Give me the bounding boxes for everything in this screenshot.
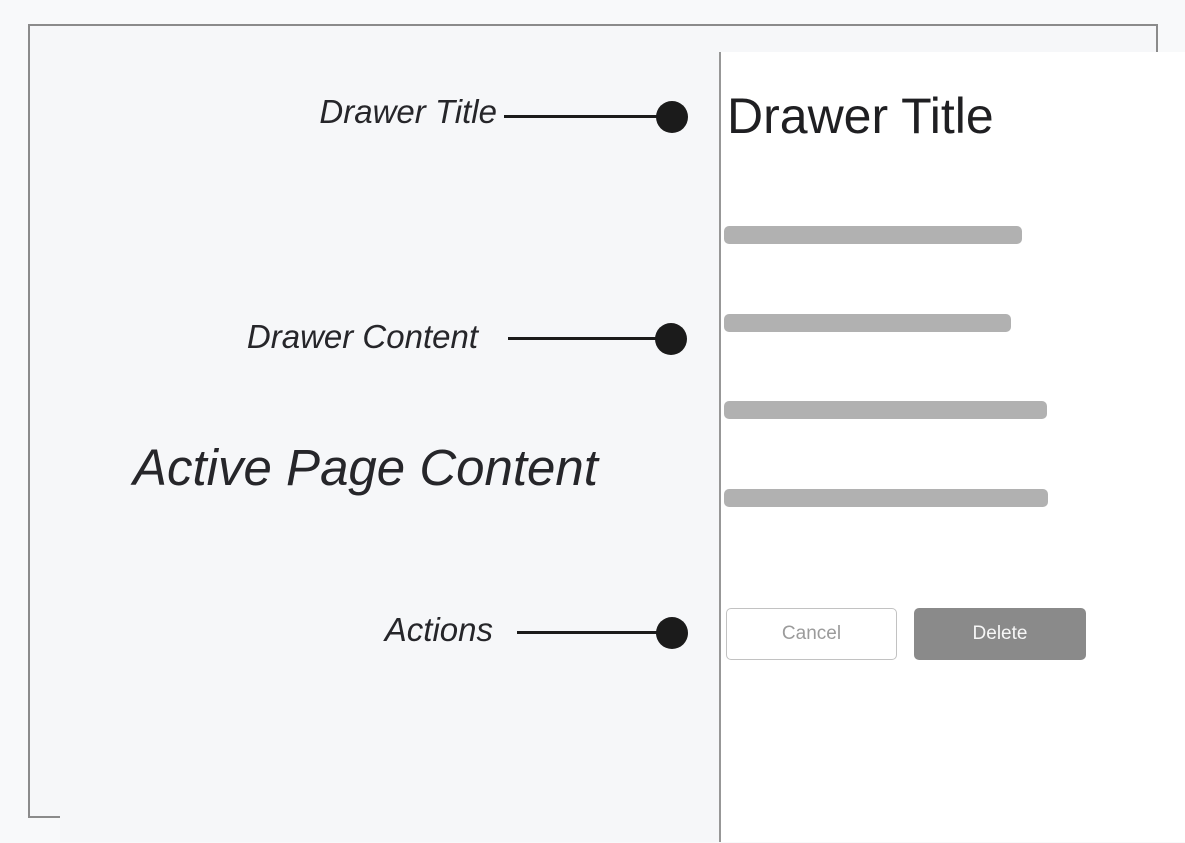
connector-dot-drawer-content: [655, 323, 687, 355]
active-page-panel: [60, 52, 719, 842]
connector-line-drawer-content: [508, 337, 656, 340]
callout-label-actions: Actions: [384, 611, 493, 648]
connector-dot-actions: [656, 617, 688, 649]
wireframe-frame: [28, 24, 1185, 842]
placeholder-line: [724, 314, 1011, 332]
delete-button[interactable]: Delete: [914, 608, 1086, 660]
connector-dot-drawer-title: [656, 101, 688, 133]
drawer-title: Drawer Title: [727, 88, 994, 144]
placeholder-line: [724, 226, 1022, 244]
callout-label-drawer-title: Drawer Title: [319, 93, 497, 130]
cancel-button[interactable]: Cancel: [726, 608, 897, 660]
drawer-panel: [719, 52, 1185, 842]
placeholder-line: [724, 489, 1048, 507]
connector-line-drawer-title: [504, 115, 657, 118]
placeholder-line: [724, 401, 1047, 419]
connector-line-actions: [517, 631, 657, 634]
callout-label-active-page-content: Active Page Content: [133, 439, 598, 496]
callout-label-drawer-content: Drawer Content: [246, 318, 478, 355]
